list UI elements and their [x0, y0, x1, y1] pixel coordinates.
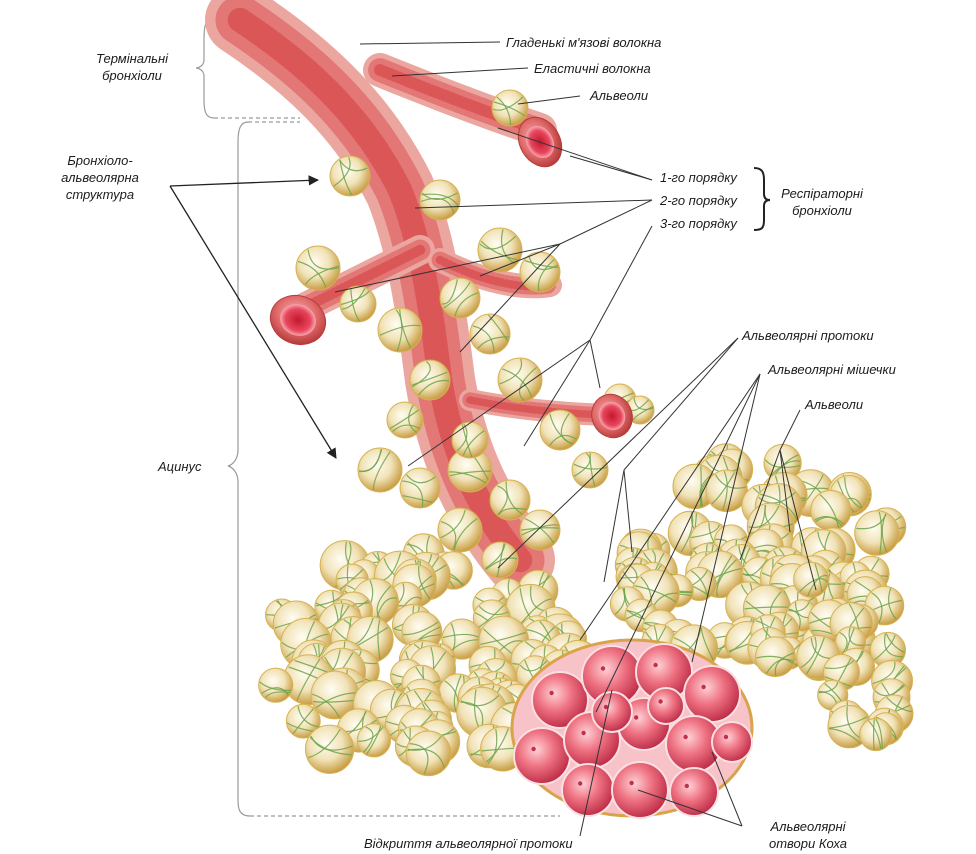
label-order-1: 1-го порядку	[660, 170, 737, 185]
acinus-alveolus	[754, 636, 796, 678]
label-elastic-fibers: Еластичні волокна	[534, 61, 651, 76]
label-alveoli-top: Альвеоли	[590, 88, 649, 103]
bronchiole-alveolus	[489, 479, 531, 521]
kohn-pore	[683, 734, 688, 740]
sectioned-alveolus	[611, 761, 669, 819]
label-smooth-muscle-fibers: Гладенькі м'язові волокна	[506, 35, 662, 50]
leader-lines	[334, 41, 817, 837]
acinus-alveolus	[258, 667, 294, 703]
bronchiole-alveolus	[571, 451, 609, 489]
label-alveolar-sacs: Альвеолярні мішечки	[768, 362, 896, 377]
bronchiole-alveolus	[469, 313, 511, 355]
sectioned-alveolus	[561, 763, 615, 817]
bronchiole-opening-respiratory-small	[591, 393, 633, 439]
kohn-pore	[701, 684, 706, 690]
bronchiole-opening-respiratory	[269, 294, 327, 346]
bronchiole-alveolus	[295, 245, 341, 291]
label-alveoli-right: Альвеоли	[805, 397, 864, 412]
acinus-alveolus	[405, 730, 452, 777]
acinus-alveolus	[672, 463, 718, 510]
label-bronchiolo-alveolar-structure: Бронхіоло- альвеолярна структура	[61, 153, 139, 202]
kohn-pore	[578, 781, 583, 786]
kohn-pore	[658, 699, 663, 704]
bronchiole-alveolus	[539, 409, 581, 451]
bronchiolo-alveolar-arrows	[169, 175, 337, 459]
kohn-pore	[629, 780, 634, 786]
kohn-pore	[531, 746, 536, 752]
bronchiole-alveolus	[451, 421, 489, 459]
acinus-bracket	[227, 121, 560, 817]
label-alveolar-duct-opening: Відкриття альвеолярної протоки	[364, 836, 573, 851]
kohn-pore	[549, 690, 554, 696]
bronchiole-alveolus	[477, 227, 523, 273]
bronchiole-alveolus	[519, 251, 561, 293]
bronchiole-alveolus	[439, 277, 481, 319]
label-order-2: 2-го порядку	[660, 193, 737, 208]
acinus-alveolus	[356, 723, 392, 758]
bronchiole-alveolus	[329, 155, 371, 197]
bronchiole-alveolus	[491, 89, 529, 127]
bronchiole-alveolus	[519, 509, 561, 551]
bronchiole-alveolus	[357, 447, 403, 493]
alveolar-cluster-right	[609, 443, 914, 752]
kohn-pore	[600, 666, 606, 671]
sectioned-alveolus	[513, 727, 571, 785]
label-terminal-bronchioles: Термінальні бронхіоли	[95, 51, 169, 83]
label-kohn-pores: Альвеолярні отвори Коха	[768, 819, 848, 851]
kohn-pore	[581, 730, 586, 736]
bronchiole-alveolus	[399, 467, 441, 509]
kohn-pore	[634, 715, 639, 720]
bronchiole-alveolus	[339, 285, 377, 323]
bronchiole-alveolus	[419, 179, 461, 221]
bronchiole-alveolus	[497, 357, 543, 403]
kohn-pore	[603, 704, 609, 710]
bronchiole-tree	[205, 0, 655, 595]
bronchiole-alveolus	[437, 507, 483, 553]
acinus-alveolus	[705, 469, 749, 513]
sectioned-alveolus	[531, 671, 589, 729]
sectioned-alveolus	[669, 767, 719, 817]
terminal-bronchioles-bracket	[195, 17, 300, 119]
acinus-alveolus	[304, 724, 355, 774]
label-acinus: Ацинус	[158, 459, 202, 474]
acinus-alveolus	[810, 489, 852, 532]
bronchiole-alveolus	[481, 541, 519, 579]
bronchiole-alveolus	[377, 307, 423, 353]
sectioned-alveolus	[647, 687, 685, 725]
acinus-alveolus	[310, 670, 360, 720]
label-alveolar-ducts: Альвеолярні протоки	[742, 328, 874, 343]
kohn-pore	[723, 734, 729, 740]
sectioned-alveolus	[711, 721, 753, 763]
label-order-3: 3-го порядку	[660, 216, 737, 231]
acinus-alveolus	[859, 717, 893, 752]
bronchiole-alveolus	[386, 401, 424, 439]
acinus-alveolus	[793, 561, 830, 598]
alveolar-sac-section	[510, 638, 754, 819]
label-respiratory-bronchioles: Респіраторні бронхіоли	[781, 186, 863, 218]
acinus-alveolus	[285, 703, 321, 739]
respiratory-bronchioles-brace	[753, 167, 771, 231]
sectioned-alveolus	[591, 691, 633, 733]
bronchiole-alveolus	[409, 359, 451, 401]
kohn-pore	[684, 783, 689, 789]
sectioned-alveolus	[683, 665, 741, 723]
acinus-alveolus	[854, 510, 900, 556]
kohn-pore	[653, 662, 658, 668]
